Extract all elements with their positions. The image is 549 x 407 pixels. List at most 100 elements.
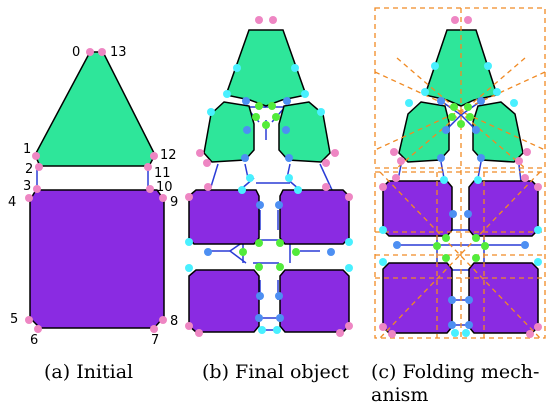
node	[25, 194, 33, 202]
node	[35, 163, 43, 171]
node	[275, 292, 283, 300]
guide-line	[374, 7, 546, 169]
node	[442, 234, 450, 242]
node	[474, 176, 482, 184]
square-face	[188, 189, 260, 245]
node	[207, 108, 215, 116]
node	[462, 329, 470, 337]
vertex-label: 6	[30, 333, 38, 348]
green-faces	[398, 29, 524, 163]
node	[317, 108, 325, 116]
node	[242, 97, 250, 105]
guide-line	[396, 57, 526, 169]
node	[534, 226, 542, 234]
node	[526, 330, 534, 338]
node	[510, 99, 518, 107]
node	[345, 238, 353, 246]
node	[282, 126, 290, 134]
orange-dashed-guides	[374, 7, 546, 339]
node	[262, 121, 270, 129]
node	[437, 154, 445, 162]
hinge-line	[468, 262, 539, 334]
node	[515, 157, 523, 165]
node	[195, 329, 203, 337]
node	[276, 239, 284, 247]
node	[258, 326, 266, 334]
node	[448, 296, 456, 304]
node	[421, 88, 429, 96]
node	[464, 16, 472, 24]
vertex-label: 4	[8, 195, 16, 210]
node	[534, 323, 542, 331]
hinge-line	[472, 101, 524, 163]
node	[390, 148, 398, 156]
vertex-label: 2	[25, 162, 33, 177]
node	[472, 234, 480, 242]
caption-folding-mechanism: (c) Folding mech-	[371, 361, 539, 383]
node	[146, 185, 154, 193]
vertex-label: 9	[170, 195, 178, 210]
node	[440, 176, 448, 184]
node	[534, 183, 542, 191]
panel-b-nodes	[185, 16, 353, 337]
node	[392, 174, 400, 182]
node	[466, 113, 474, 121]
node	[86, 48, 94, 56]
node	[241, 154, 249, 162]
panel-folding-mechanism	[374, 7, 546, 339]
node	[327, 248, 335, 256]
node	[292, 248, 300, 256]
node	[98, 48, 106, 56]
hinge-line	[382, 262, 453, 334]
node	[493, 88, 501, 96]
node	[268, 102, 276, 110]
node	[285, 174, 293, 182]
node	[472, 254, 480, 262]
node	[185, 193, 193, 201]
node	[252, 113, 260, 121]
node	[204, 248, 212, 256]
hinge-line	[398, 101, 450, 163]
node	[196, 149, 204, 157]
vertex-label: 10	[156, 180, 173, 195]
node	[283, 97, 291, 105]
node	[431, 62, 439, 70]
node	[388, 330, 396, 338]
purple-faces	[188, 189, 350, 333]
node	[451, 329, 459, 337]
node	[243, 126, 251, 134]
hinge-line	[382, 180, 453, 237]
node	[477, 154, 485, 162]
node	[185, 264, 193, 272]
guide-line	[319, 163, 333, 191]
node	[285, 154, 293, 162]
node	[33, 185, 41, 193]
node	[379, 323, 387, 331]
vertex-label: 13	[110, 45, 127, 60]
vertex-label: 7	[151, 333, 159, 348]
node	[238, 186, 246, 194]
node	[534, 258, 542, 266]
node	[233, 64, 241, 72]
node	[256, 201, 264, 209]
node	[256, 292, 264, 300]
node	[255, 102, 263, 110]
vertex-label: 8	[170, 314, 178, 329]
node	[185, 322, 193, 330]
vertex-label: 12	[160, 148, 177, 163]
panel-initial: 0 13 1 12 2 11 3 10 4 9 5 8 6 7	[8, 45, 178, 348]
square-face	[279, 189, 350, 245]
node	[442, 254, 450, 262]
node	[239, 248, 247, 256]
node	[379, 226, 387, 234]
node	[405, 99, 413, 107]
square-face	[188, 269, 260, 333]
node	[336, 329, 344, 337]
triangle-face	[34, 51, 156, 167]
node	[481, 242, 489, 250]
node	[448, 113, 456, 121]
node	[433, 242, 441, 250]
node	[345, 264, 353, 272]
node	[448, 321, 456, 329]
